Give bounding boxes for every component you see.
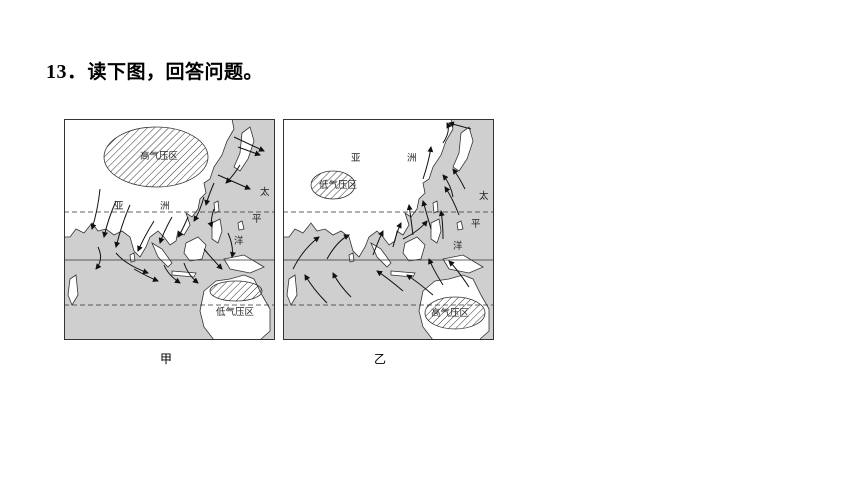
pacific-islands: [456, 220, 464, 231]
low-pressure-area: [310, 170, 356, 200]
wind-arrow: [332, 272, 352, 298]
asia-land: [283, 119, 454, 258]
wind-arrow: [203, 248, 223, 270]
low-pressure-area: [209, 280, 263, 302]
high-pressure-label: 高气压区: [140, 150, 179, 162]
wind-arrow: [114, 204, 131, 248]
taiwan: [213, 200, 220, 214]
wind-arrow: [406, 274, 434, 296]
wind-arrow: [448, 260, 470, 288]
wind-arrow: [217, 174, 251, 190]
japan: [452, 126, 474, 172]
wind-arrow: [304, 274, 328, 304]
wind-arrows: [292, 121, 472, 304]
question-title: 13．读下图，回答问题。: [46, 55, 263, 84]
wind-arrows: [90, 136, 265, 284]
ocean-char-2: 平: [471, 219, 481, 230]
wind-arrow: [233, 136, 265, 152]
map-jia-svg: 高气压区 低气压区 亚 洲 太 平 洋: [64, 119, 275, 340]
low-pressure-label: 低气压区: [216, 306, 255, 318]
low-pressure-label: 低气压区: [319, 179, 358, 191]
wind-arrow: [326, 234, 350, 260]
ocean-char-2: 平: [252, 214, 262, 225]
wind-arrow: [207, 208, 215, 228]
wind-arrow: [102, 200, 117, 238]
new-guinea: [442, 254, 484, 274]
sumatra: [151, 242, 173, 268]
taiwan: [432, 200, 439, 214]
wind-arrow: [406, 204, 414, 236]
wind-arrow: [428, 258, 444, 286]
wind-arrow: [137, 220, 155, 252]
wind-arrow: [438, 210, 445, 240]
wind-arrow: [115, 252, 149, 275]
wind-arrow: [372, 230, 384, 256]
wind-arrow: [448, 121, 472, 130]
wind-arrow: [193, 196, 205, 222]
question-text: 读下图，回答问题。: [87, 61, 264, 83]
wind-arrow: [292, 236, 320, 270]
wind-arrow: [444, 186, 460, 216]
continent-char-2: 洲: [160, 201, 170, 212]
ocean-char-3: 洋: [453, 240, 463, 252]
wind-arrow: [90, 188, 101, 230]
ocean-char-1: 太: [479, 190, 489, 202]
wind-arrow: [392, 222, 402, 248]
wind-arrow: [402, 220, 428, 240]
wind-arrow: [163, 264, 181, 284]
continent-char-2: 洲: [407, 153, 417, 164]
wind-arrow: [376, 270, 404, 292]
philippines: [211, 218, 223, 244]
new-guinea: [223, 254, 265, 274]
wind-arrow: [158, 216, 173, 244]
pacific-islands: [237, 220, 245, 231]
map-jia: 高气压区 低气压区 亚 洲 太 平 洋: [64, 119, 275, 340]
caption-yi: 乙: [374, 352, 387, 366]
map-yi-svg: 低气压区 高气压区 亚 洲 太 平 洋: [283, 119, 494, 340]
wind-arrow: [422, 146, 434, 180]
wind-arrow: [237, 146, 261, 157]
wind-arrow: [177, 216, 189, 238]
ocean-char-3: 洋: [234, 235, 244, 247]
wind-arrow: [204, 182, 215, 206]
madagascar: [286, 274, 298, 306]
wind-arrow: [183, 262, 199, 284]
continent-char-1: 亚: [351, 153, 361, 164]
madagascar: [67, 274, 79, 306]
wind-arrow: [225, 164, 241, 184]
question-number: 13．: [46, 61, 88, 83]
wind-arrow: [133, 268, 159, 282]
high-pressure-area: [103, 126, 209, 188]
sri-lanka: [348, 252, 355, 263]
caption-jia: 甲: [160, 352, 173, 366]
ocean-char-1: 太: [260, 186, 270, 198]
wind-arrow: [227, 232, 236, 258]
borneo: [183, 236, 207, 262]
map-yi: 低气压区 高气压区 亚 洲 太 平 洋: [283, 119, 494, 340]
wind-arrow: [442, 174, 454, 198]
philippines: [430, 218, 442, 244]
wind-arrow: [421, 200, 432, 230]
sumatra: [370, 242, 392, 268]
wind-arrow: [95, 246, 102, 270]
sri-lanka: [129, 252, 136, 263]
wind-arrow: [442, 122, 452, 144]
continent-char-1: 亚: [114, 201, 124, 212]
borneo: [402, 236, 426, 262]
high-pressure-label: 高气压区: [431, 307, 470, 319]
wind-arrow: [452, 168, 466, 190]
